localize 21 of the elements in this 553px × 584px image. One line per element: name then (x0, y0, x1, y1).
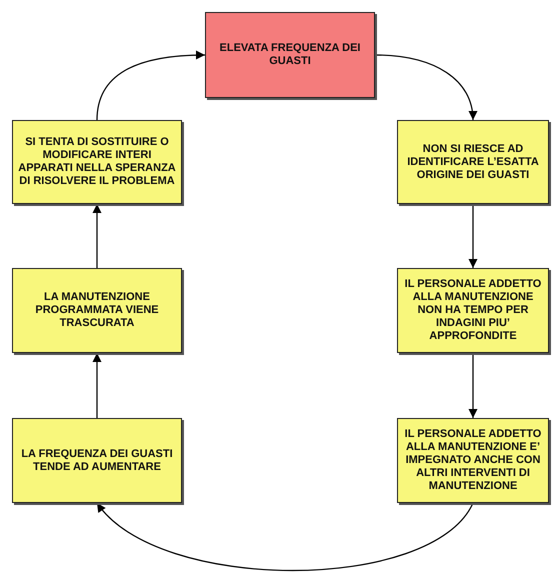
arrow (96, 50, 206, 120)
process-box (12, 268, 182, 353)
arrow (468, 353, 478, 418)
box-text: SI TENTA DI SOSTITUIRE O MODIFICARE INTERI APPARATI NELLA SPERANZA DI RISOLVERE IL PROBLEMA (17, 136, 177, 188)
arrow (92, 204, 102, 268)
box-text: ELEVATA FREQUENZA DEI GUASTI (218, 42, 362, 68)
process-box (12, 418, 182, 503)
box-text: IL PERSONALE ADDETTO ALLA MANUTENZIONE E’ IMPEGNATO ANCHE CON ALTRI INTERVENTI DI MANUTENZIONE (404, 428, 542, 493)
process-box (12, 120, 182, 204)
box-text: NON SI RIESCE AD IDENTIFICARE L’ESATTA ORIGINE DEI GUASTI (406, 142, 540, 182)
problem-box (205, 12, 375, 98)
process-box (397, 418, 549, 503)
arrow (374, 54, 477, 120)
box-text: LA FREQUENZA DEI GUASTI TENDE AD AUMENTARE (20, 448, 174, 474)
box-text: LA MANUTENZIONE PROGRAMMATA VIENE TRASCURATA (34, 291, 160, 330)
arrow (96, 502, 474, 572)
process-box (397, 120, 549, 204)
arrow (92, 353, 102, 418)
process-box (397, 268, 549, 353)
box-text: IL PERSONALE ADDETTO ALLA MANUTENZIONE NON HA TEMPO PER INDAGINI PIU’ APPROFONDITE (404, 278, 542, 343)
arrow (468, 204, 478, 268)
